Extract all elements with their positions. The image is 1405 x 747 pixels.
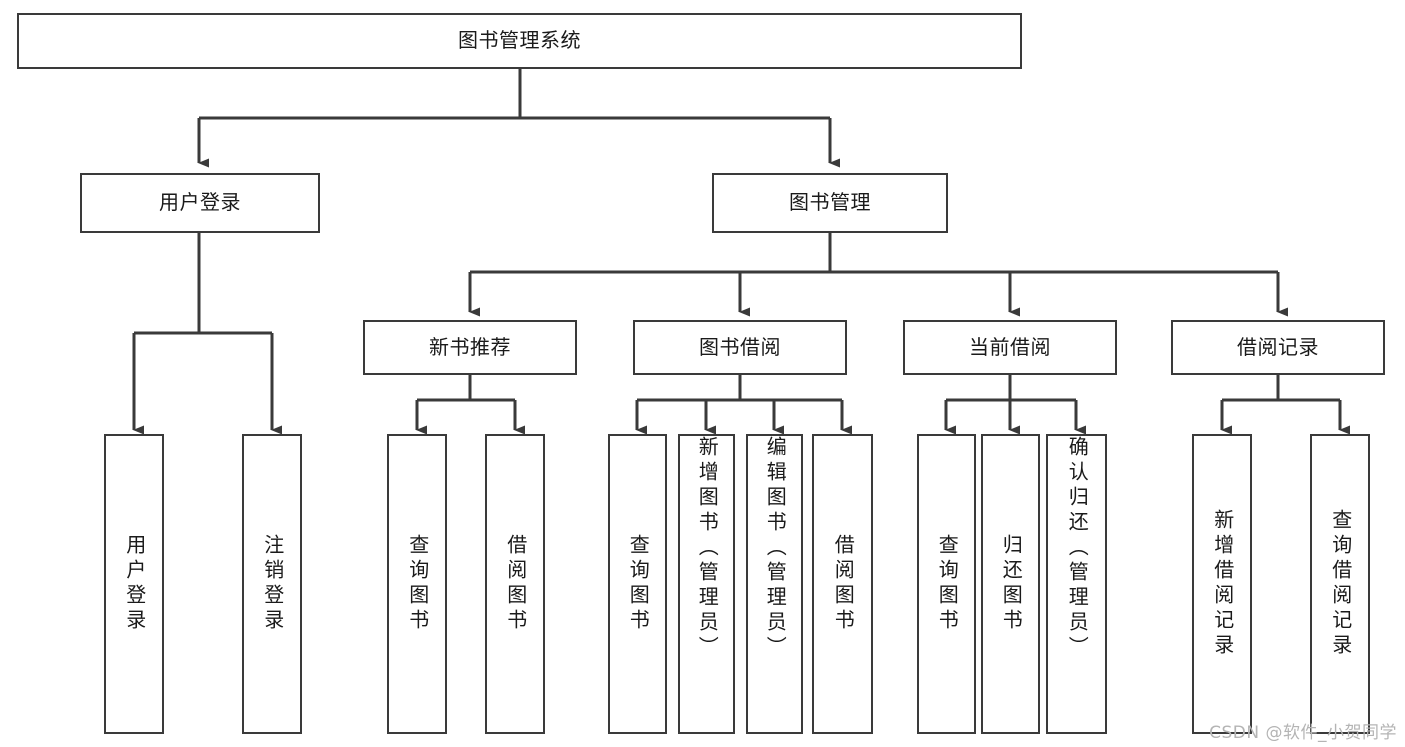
node-label: 查询借阅记录 bbox=[1328, 509, 1353, 659]
leaf-logout-login[interactable]: 注销登录 bbox=[242, 434, 302, 734]
leaf-query-borrow-record[interactable]: 查询借阅记录 bbox=[1310, 434, 1370, 734]
node-new-book-recommend[interactable]: 新书推荐 bbox=[363, 320, 577, 375]
node-current-borrow[interactable]: 当前借阅 bbox=[903, 320, 1117, 375]
leaf-add-borrow-record[interactable]: 新增借阅记录 bbox=[1192, 434, 1252, 734]
node-label: 图书管理系统 bbox=[458, 28, 581, 53]
node-label: 借阅图书 bbox=[503, 534, 528, 634]
node-label: 用户登录 bbox=[122, 534, 147, 634]
node-label: 查询图书 bbox=[626, 534, 651, 634]
node-root-book-management-system[interactable]: 图书管理系统 bbox=[17, 13, 1022, 69]
leaf-add-book-admin[interactable]: 新增图书（管理员） bbox=[678, 434, 735, 734]
node-borrow-record[interactable]: 借阅记录 bbox=[1171, 320, 1385, 375]
leaf-query-book-recommend[interactable]: 查询图书 bbox=[387, 434, 447, 734]
watermark-text: CSDN @软件_小贺同学 bbox=[1209, 723, 1397, 743]
node-label: 新书推荐 bbox=[429, 334, 511, 359]
node-label: 编辑图书（管理员） bbox=[763, 436, 788, 661]
node-label: 图书借阅 bbox=[699, 334, 781, 359]
leaf-query-book-current[interactable]: 查询图书 bbox=[917, 434, 976, 734]
node-label: 查询图书 bbox=[405, 534, 430, 634]
node-book-borrow[interactable]: 图书借阅 bbox=[633, 320, 847, 375]
node-label: 查询图书 bbox=[935, 534, 960, 634]
node-label: 用户登录 bbox=[159, 190, 241, 215]
node-label: 当前借阅 bbox=[969, 334, 1051, 359]
node-label: 借阅图书 bbox=[831, 534, 856, 634]
leaf-user-login[interactable]: 用户登录 bbox=[104, 434, 164, 734]
node-label: 注销登录 bbox=[260, 534, 285, 634]
node-book-management[interactable]: 图书管理 bbox=[712, 173, 948, 233]
node-user-login[interactable]: 用户登录 bbox=[80, 173, 320, 233]
node-label: 图书管理 bbox=[789, 190, 871, 215]
node-label: 新增图书（管理员） bbox=[695, 436, 720, 661]
node-label: 新增借阅记录 bbox=[1210, 509, 1235, 659]
node-label: 借阅记录 bbox=[1237, 334, 1319, 359]
node-label: 归还图书 bbox=[999, 534, 1024, 634]
leaf-query-book-borrow[interactable]: 查询图书 bbox=[608, 434, 667, 734]
leaf-borrow-book-recommend[interactable]: 借阅图书 bbox=[485, 434, 545, 734]
node-label: 确认归还（管理员） bbox=[1065, 436, 1090, 661]
leaf-confirm-return-admin[interactable]: 确认归还（管理员） bbox=[1046, 434, 1107, 734]
leaf-borrow-book[interactable]: 借阅图书 bbox=[812, 434, 873, 734]
leaf-edit-book-admin[interactable]: 编辑图书（管理员） bbox=[746, 434, 803, 734]
leaf-return-book[interactable]: 归还图书 bbox=[981, 434, 1040, 734]
